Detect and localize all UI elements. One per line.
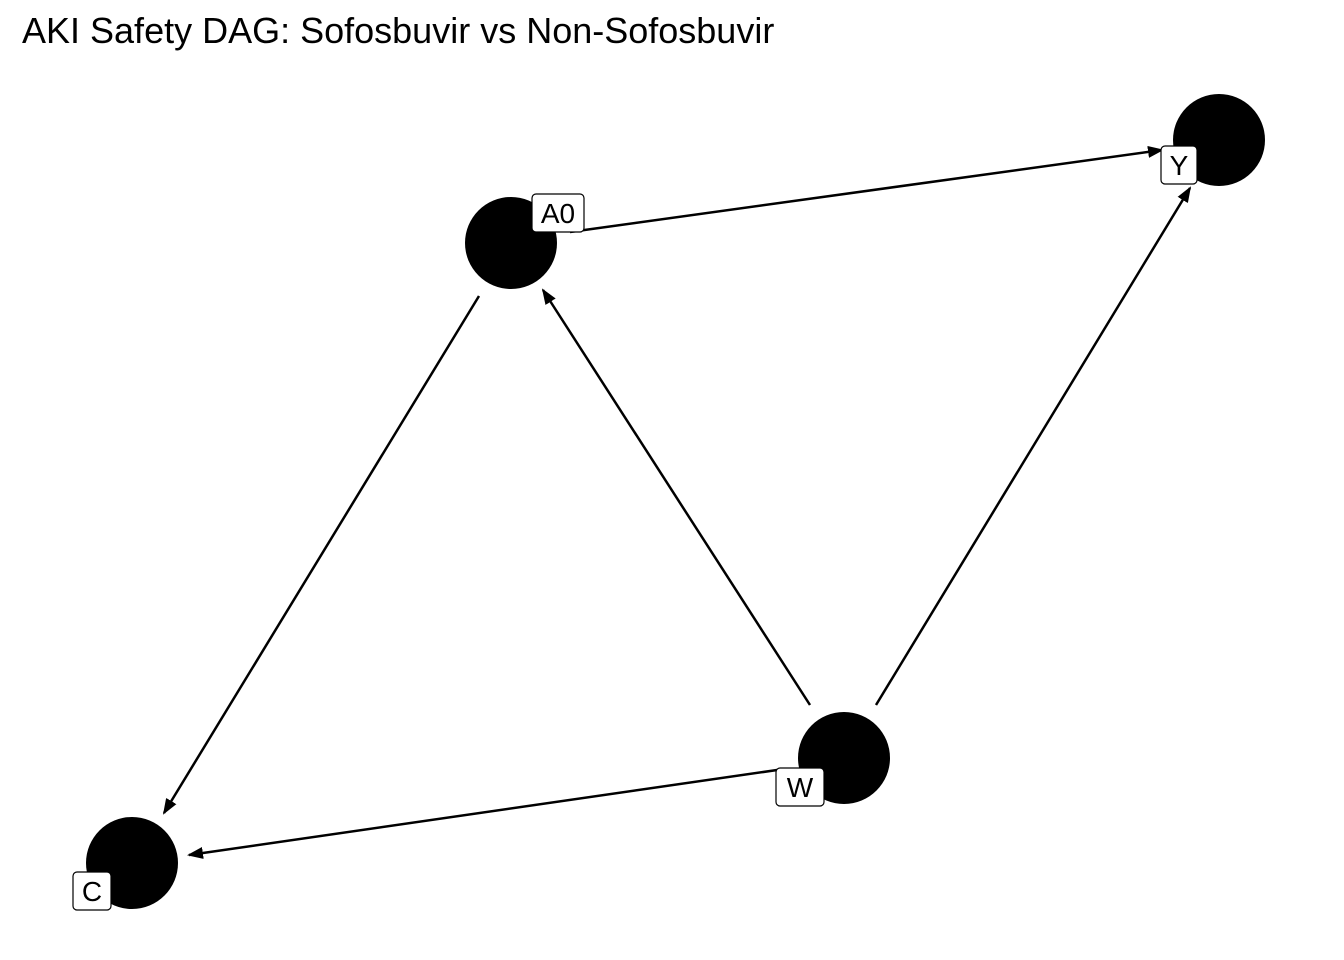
edges-layer — [162, 145, 1192, 859]
diagram-title: AKI Safety DAG: Sofosbuvir vs Non-Sofosb… — [22, 10, 775, 51]
node-label-a0: A0 — [531, 193, 585, 233]
node-label-box — [1160, 145, 1198, 185]
node-label-text: A0 — [541, 198, 575, 229]
edge-a0-to-c — [162, 295, 481, 815]
node-label-text: C — [82, 876, 102, 907]
edge-w-to-c — [187, 767, 785, 859]
edge-w-to-y — [874, 186, 1192, 706]
edge-a0-to-y — [569, 145, 1164, 234]
node-label-y: Y — [1160, 145, 1198, 185]
node-label-box — [531, 193, 585, 233]
node-label-box — [775, 767, 825, 807]
node-label-c: C — [72, 871, 112, 911]
nodes-layer — [86, 94, 1265, 909]
labels-layer: A0 Y W C — [72, 145, 1198, 911]
node-label-text: W — [787, 772, 814, 803]
node-label-text: Y — [1170, 150, 1189, 181]
edge-w-to-a0 — [541, 288, 812, 706]
node-label-w: W — [775, 767, 825, 807]
node-label-box — [72, 871, 112, 911]
